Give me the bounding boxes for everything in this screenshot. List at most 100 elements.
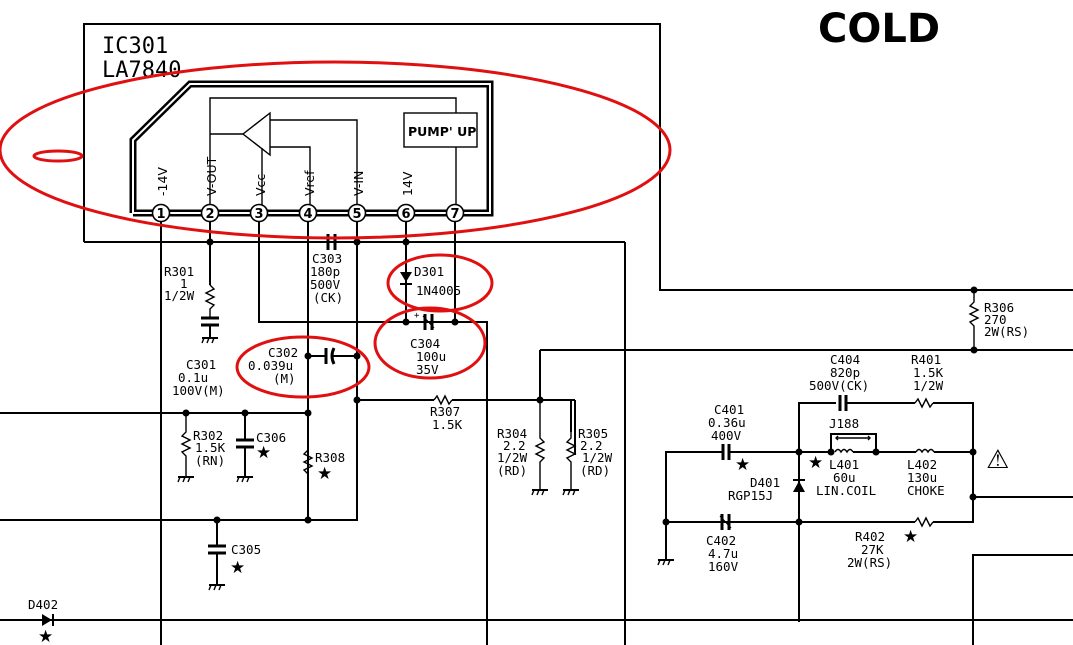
c306-star-icon: ★ xyxy=(256,443,271,463)
c401-voltage: 400V xyxy=(711,428,742,443)
ic-pin-number: 3 xyxy=(254,207,263,222)
c301-voltage: 100V(M) xyxy=(172,383,225,398)
r304-type: (RD) xyxy=(497,463,527,478)
r301-value: 1 xyxy=(180,276,188,291)
ic-highlight-ellipse xyxy=(0,60,672,240)
ic-pin-3: 3 xyxy=(249,203,269,223)
svg-text:+: + xyxy=(414,311,420,321)
c303-value: 180p xyxy=(310,264,340,279)
c306-capacitor xyxy=(236,413,254,483)
r304-r305-network xyxy=(531,349,1073,496)
d402-diode xyxy=(0,614,1073,626)
r306-power: 2W(RS) xyxy=(984,324,1029,339)
r306-ref: R306 xyxy=(984,300,1014,315)
r301-ref: R301 xyxy=(164,264,194,279)
c304-voltage: 35V xyxy=(416,362,439,377)
ic-pin-number: 7 xyxy=(450,207,459,222)
ic-body-outline xyxy=(129,80,494,217)
r402-value: 27K xyxy=(861,542,884,557)
d401-ref: D401 xyxy=(750,475,780,490)
r302-type: (RN) xyxy=(195,453,225,468)
c301-value: 0.1u xyxy=(178,370,208,385)
d402-ref: D402 xyxy=(28,597,58,612)
ic-pin-name: Vref xyxy=(302,170,317,196)
ic-pin-2: 2 xyxy=(200,203,220,223)
pump-up-label: PUMP' UP xyxy=(408,124,476,139)
ic-pin-1: 1 xyxy=(151,203,171,223)
c302-capacitor xyxy=(308,347,357,365)
r302-value: 1.5K xyxy=(195,440,226,455)
ic-internal-wiring xyxy=(209,97,457,213)
ic-pin-6: 6 xyxy=(396,203,416,223)
l402-value: 130u xyxy=(907,470,937,485)
r304-ref: R304 xyxy=(497,426,527,441)
ic-pin-name: Vcc xyxy=(253,174,268,196)
pump-up-block xyxy=(403,112,478,148)
c304-value: 100u xyxy=(416,349,446,364)
r305-ref: R305 xyxy=(578,426,608,441)
warning-icon: ⚠ xyxy=(986,445,1009,475)
r308-star-icon: ★ xyxy=(317,464,332,484)
r401-ref: R401 xyxy=(911,352,941,367)
r301-resistor xyxy=(201,284,219,344)
c304-ref: C304 xyxy=(410,336,440,351)
c402-ref: C402 xyxy=(706,533,736,548)
ic-pin-4: 4 xyxy=(298,203,318,223)
l401-value: 60u xyxy=(833,470,856,485)
c401-value: 0.36u xyxy=(708,415,746,430)
d402-star-icon: ★ xyxy=(38,627,53,645)
r401-power: 1/2W xyxy=(913,378,944,393)
r402-ref: R402 xyxy=(855,529,885,544)
l402-type: CHOKE xyxy=(907,483,945,498)
ic-ref-label: IC301 xyxy=(102,34,168,59)
c404-ref: C404 xyxy=(830,352,860,367)
r305-value: 2.2 xyxy=(580,438,603,453)
r307-ref: R307 xyxy=(430,404,460,419)
l401-ref: L401 xyxy=(829,457,859,472)
r305-type: (RD) xyxy=(580,463,610,478)
c401-ref: C401 xyxy=(714,402,744,417)
cold-side-label: COLD xyxy=(818,6,940,52)
ic-pin-7: 7 xyxy=(445,203,465,223)
c304-capacitor: + xyxy=(414,311,435,330)
r402-power: 2W(RS) xyxy=(847,555,892,570)
r304-power: 1/2W xyxy=(497,450,528,465)
r308-ref: R308 xyxy=(315,450,345,465)
c306-ref: C306 xyxy=(256,430,286,445)
c302-ref: C302 xyxy=(268,345,298,360)
c402-value: 4.7u xyxy=(708,546,738,561)
d301-ref: D301 xyxy=(414,264,444,279)
r305-power: 1/2W xyxy=(582,450,613,465)
r301-power: 1/2W xyxy=(164,288,195,303)
c404-value: 820p xyxy=(830,365,860,380)
c302-highlight-ellipse xyxy=(235,335,371,399)
ic-pin-number: 6 xyxy=(401,207,410,222)
r307-resistor xyxy=(357,394,576,455)
d301-highlight-ellipse xyxy=(386,253,494,313)
left-bus xyxy=(0,412,308,521)
r308-resistor xyxy=(302,449,314,475)
l402-ref: L402 xyxy=(907,457,937,472)
ic-pin-name: V-OUT xyxy=(204,156,219,196)
r306-value: 270 xyxy=(984,312,1007,327)
pin-leads xyxy=(160,222,488,645)
l401-star-icon: ★ xyxy=(808,453,823,473)
c305-star-icon: ★ xyxy=(230,558,245,578)
ic-pin-number: 4 xyxy=(303,207,312,222)
c402-voltage: 160V xyxy=(708,559,739,574)
c301-ref: C301 xyxy=(186,357,216,372)
c302-type: (M) xyxy=(273,371,296,386)
c303-ref: C303 xyxy=(312,251,342,266)
red-annotations xyxy=(0,60,672,399)
op-amp-symbol xyxy=(241,111,271,157)
deflection-network xyxy=(657,395,1073,645)
r302-resistor xyxy=(177,413,194,483)
ic-pin-name: -14V xyxy=(155,167,170,196)
c404-voltage: 500V(CK) xyxy=(809,378,869,393)
ic-pin-number: 2 xyxy=(205,207,214,222)
d401-part: RGP15J xyxy=(728,488,773,503)
d301-part: 1N4005 xyxy=(416,283,461,298)
r304-value: 2.2 xyxy=(503,438,526,453)
r307-value: 1.5K xyxy=(432,417,463,432)
